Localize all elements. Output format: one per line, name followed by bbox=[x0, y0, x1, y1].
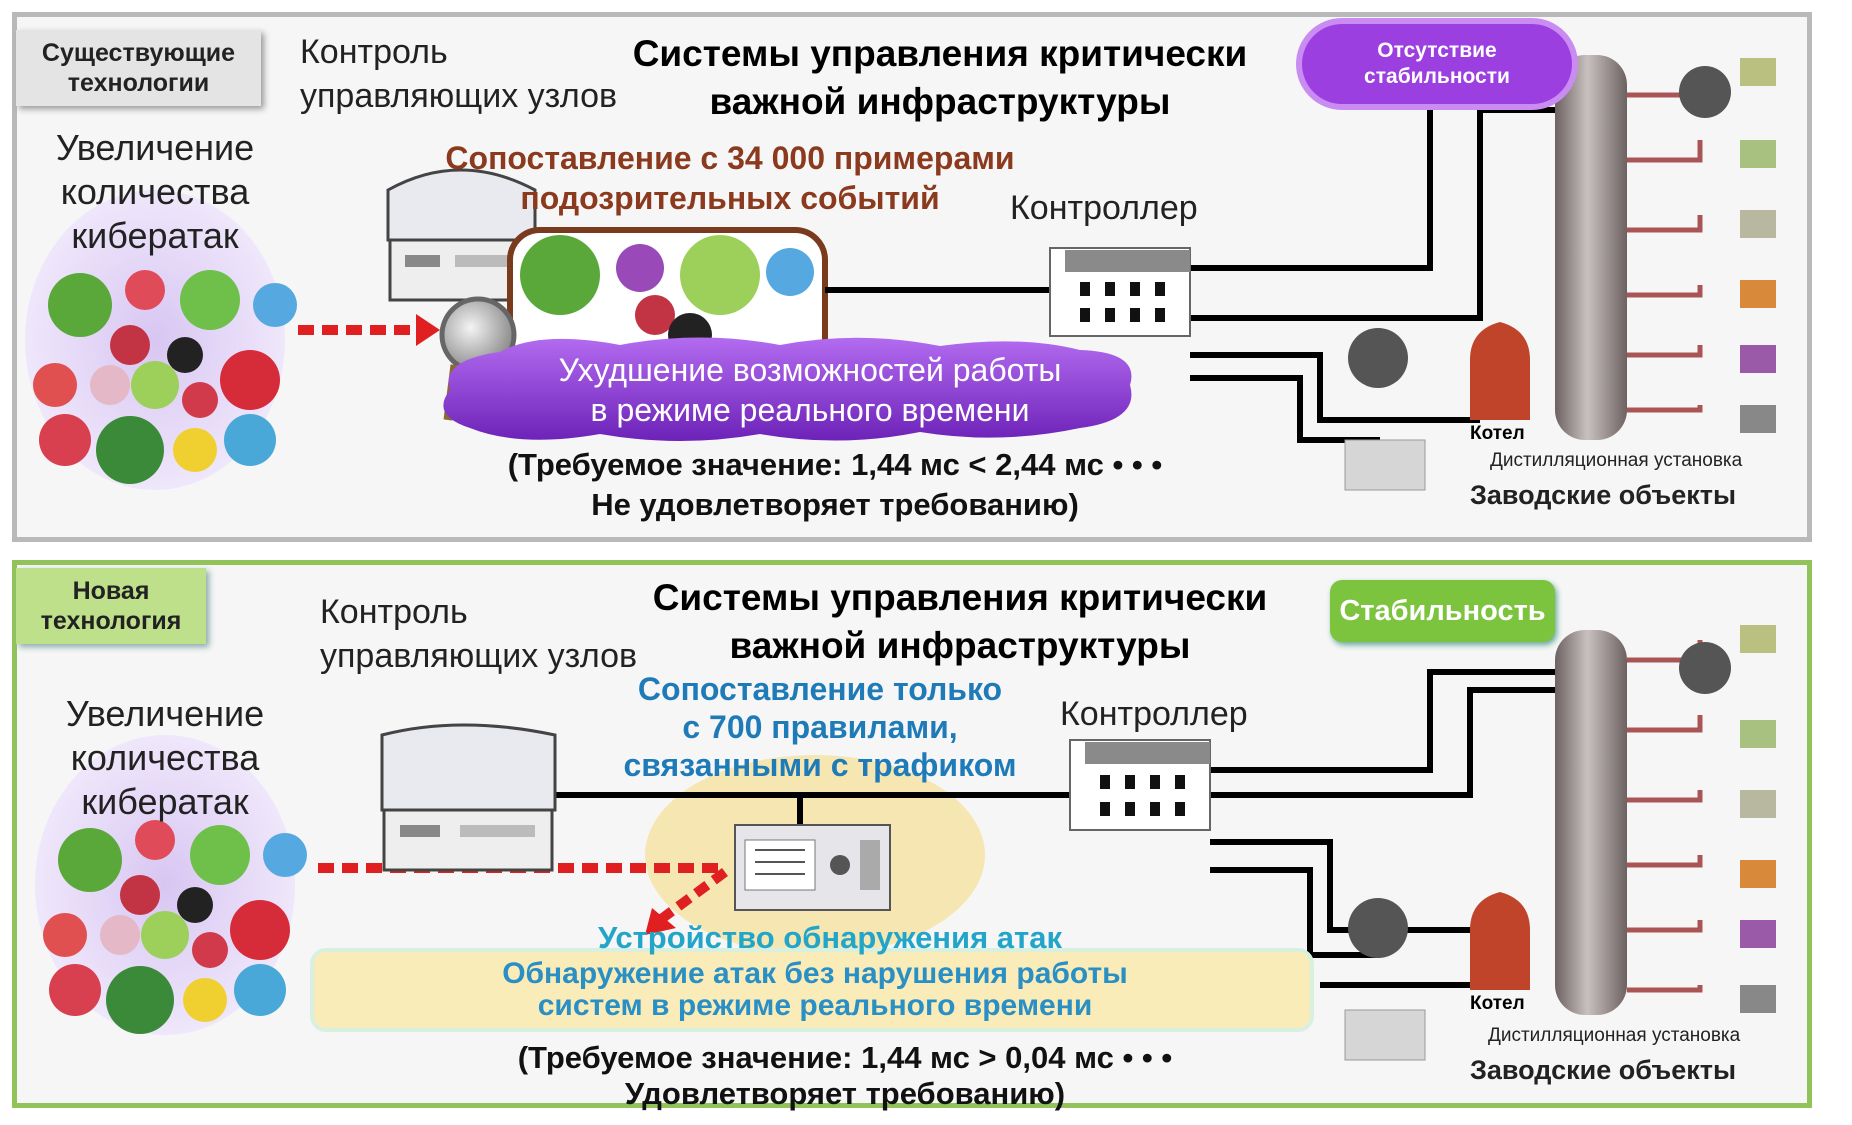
plant-label: Заводские объекты bbox=[1470, 480, 1737, 510]
comparison-new-label: Сопоставление только с 700 правилами, св… bbox=[623, 671, 1017, 783]
distillation-column-icon bbox=[1555, 630, 1627, 1015]
degradation-label: Ухудшение возможностей работы в режиме р… bbox=[558, 352, 1062, 428]
boiler-label: Котел bbox=[1470, 423, 1525, 444]
distillation-column-icon bbox=[1555, 55, 1627, 440]
virus-icon bbox=[33, 270, 297, 484]
stability-badge: Стабильность bbox=[1330, 580, 1555, 642]
computer-icon bbox=[380, 723, 557, 872]
plant-bottom bbox=[1344, 625, 1776, 1061]
plant-top bbox=[1344, 55, 1776, 491]
no-stability-badge: Отсутствие стабильности bbox=[1302, 24, 1572, 104]
boiler-label: Котел bbox=[1470, 993, 1525, 1014]
comparison-old-label: Сопоставление с 34 000 примерами подозри… bbox=[445, 140, 1015, 216]
cyberattack-increase-label: Увеличение количества кибератак bbox=[65, 693, 265, 822]
detection-box bbox=[310, 948, 1314, 1032]
computer-icon bbox=[386, 168, 537, 302]
attack-detector-label: Устройство обнаружения атак bbox=[598, 920, 1062, 955]
tank-icon bbox=[1344, 439, 1426, 491]
network-lines-top bbox=[825, 95, 1565, 443]
pump-icon bbox=[1679, 642, 1731, 694]
controller-icon bbox=[1049, 247, 1191, 337]
page-title: Системы управления критически важной инф… bbox=[652, 577, 1268, 666]
plant-label: Заводские объекты bbox=[1470, 1055, 1737, 1085]
pump-icon bbox=[1679, 66, 1731, 118]
virus-cloud-top bbox=[25, 190, 297, 490]
boiler-icon bbox=[1470, 322, 1530, 420]
cyberattack-increase-label: Увеличение количества кибератак bbox=[55, 127, 255, 256]
controller-label: Контроллер bbox=[1060, 695, 1248, 733]
tank-icon bbox=[1344, 1009, 1426, 1061]
page-title: Системы управления критически важной инф… bbox=[632, 33, 1248, 122]
controller-icon bbox=[1069, 739, 1211, 831]
requirement-old-label: (Требуемое значение: 1,44 мс < 2,44 мс •… bbox=[507, 447, 1163, 522]
distillation-label: Дистилляционная установка bbox=[1488, 1025, 1741, 1046]
control-nodes-label: Контроль управляющих узлов bbox=[320, 593, 638, 675]
attack-detector-icon bbox=[734, 824, 891, 911]
pump-icon bbox=[1348, 898, 1408, 958]
controller-label: Контроллер bbox=[1010, 189, 1198, 227]
detection-label: Обнаружение атак без нарушения работы си… bbox=[502, 957, 1128, 1022]
control-nodes-label: Контроль управляющих узлов bbox=[300, 33, 618, 115]
virus-icon bbox=[43, 820, 307, 1034]
distillation-label: Дистилляционная установка bbox=[1490, 450, 1743, 471]
new-technology-badge: Новая технология bbox=[16, 568, 206, 644]
pump-icon bbox=[1348, 328, 1408, 388]
degradation-cloud bbox=[443, 337, 1132, 441]
requirement-new-label: (Требуемое значение: 1,44 мс > 0,04 мс •… bbox=[517, 1040, 1173, 1111]
tank-icon bbox=[1740, 58, 1776, 433]
boiler-icon bbox=[1470, 892, 1530, 990]
existing-technology-badge: Существующие технологии bbox=[16, 30, 261, 106]
virus-cloud-bottom bbox=[35, 735, 307, 1035]
tank-icon bbox=[1740, 625, 1776, 1013]
